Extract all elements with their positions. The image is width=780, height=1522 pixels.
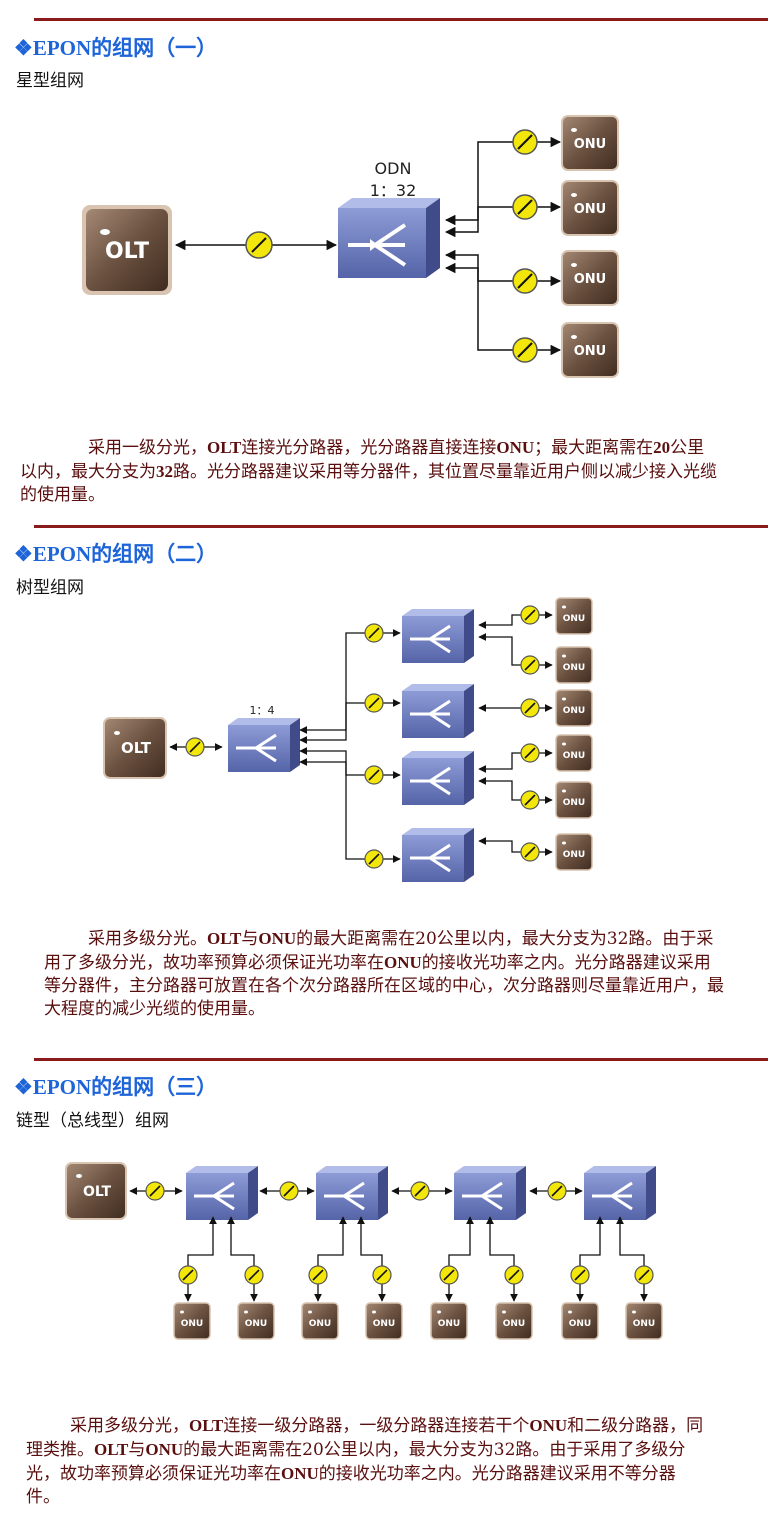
chain-splitter bbox=[582, 1164, 658, 1222]
power-meter-icon bbox=[244, 1265, 264, 1285]
power-meter-icon bbox=[512, 129, 538, 155]
secondary-splitter bbox=[400, 607, 476, 665]
power-meter-icon bbox=[308, 1265, 328, 1285]
section-divider-3 bbox=[34, 1058, 768, 1061]
power-meter-icon bbox=[439, 1265, 459, 1285]
power-meter-icon bbox=[634, 1265, 654, 1285]
svg-text:ONU: ONU bbox=[574, 344, 607, 359]
onu-device: ONU bbox=[237, 1302, 275, 1340]
onu-device: ONU bbox=[561, 250, 619, 306]
section-subtitle-1: 星型组网 bbox=[16, 71, 84, 91]
tree-topology-diagram: OLT 1：4 ONU ONU ONU ONU ONU ONU bbox=[103, 597, 593, 884]
svg-text:ONU: ONU bbox=[563, 614, 586, 624]
olt-device: OLT bbox=[103, 717, 167, 779]
onu-device: ONU bbox=[301, 1302, 339, 1340]
onu-device: ONU bbox=[561, 180, 619, 236]
power-meter-icon bbox=[410, 1181, 430, 1201]
svg-text:ONU: ONU bbox=[563, 706, 586, 716]
power-meter-icon bbox=[547, 1181, 567, 1201]
onu-device: ONU bbox=[561, 1302, 599, 1340]
power-meter-icon bbox=[145, 1181, 165, 1201]
power-meter-icon bbox=[364, 849, 384, 869]
power-meter-icon bbox=[178, 1265, 198, 1285]
odn-splitter bbox=[338, 198, 440, 278]
svg-text:ONU: ONU bbox=[309, 1319, 332, 1329]
olt-label: OLT bbox=[105, 239, 149, 264]
chain-topology-diagram: OLT ONU ONU ONU ONU ONU ONU ONU ONU bbox=[65, 1162, 663, 1340]
onu-device: ONU bbox=[495, 1302, 533, 1340]
svg-text:ONU: ONU bbox=[438, 1319, 461, 1329]
power-meter-icon bbox=[520, 605, 540, 625]
onu-device: ONU bbox=[430, 1302, 468, 1340]
section-paragraph-2: 采用多级分光。OLT与ONU的最大距离需在20公里以内，最大分支为32路。由于采… bbox=[44, 929, 724, 1019]
section-title-2: ❖EPON的组网（二） bbox=[14, 542, 218, 566]
svg-text:ONU: ONU bbox=[633, 1319, 656, 1329]
power-meter-icon bbox=[512, 194, 538, 220]
olt-device: OLT bbox=[65, 1162, 127, 1220]
svg-text:OLT: OLT bbox=[121, 739, 152, 757]
power-meter-icon bbox=[185, 737, 205, 757]
onu-device: ONU bbox=[555, 734, 593, 772]
power-meter-icon bbox=[520, 698, 540, 718]
svg-text:ONU: ONU bbox=[245, 1319, 268, 1329]
power-meter-icon bbox=[512, 337, 538, 363]
section-paragraph-3: 采用多级分光，OLT连接一级分路器，一级分路器连接若干个ONU和二级分路器，同理… bbox=[26, 1416, 704, 1507]
section-subtitle-3: 链型（总线型）组网 bbox=[16, 1111, 169, 1131]
power-meter-icon bbox=[245, 231, 273, 259]
main-splitter bbox=[226, 716, 302, 774]
chain-splitter bbox=[452, 1164, 528, 1222]
power-meter-icon bbox=[372, 1265, 392, 1285]
onu-device: ONU bbox=[625, 1302, 663, 1340]
power-meter-icon bbox=[570, 1265, 590, 1285]
olt-device: OLT bbox=[82, 205, 172, 295]
secondary-splitter bbox=[400, 826, 476, 884]
power-meter-icon bbox=[520, 655, 540, 675]
power-meter-icon bbox=[520, 743, 540, 763]
section-divider-1 bbox=[34, 18, 768, 21]
svg-text:ONU: ONU bbox=[373, 1319, 396, 1329]
chain-splitter bbox=[314, 1164, 390, 1222]
power-meter-icon bbox=[364, 693, 384, 713]
onu-device: ONU bbox=[561, 115, 619, 171]
svg-text:ONU: ONU bbox=[574, 202, 607, 217]
section-subtitle-2: 树型组网 bbox=[16, 578, 84, 598]
power-meter-icon bbox=[504, 1265, 524, 1285]
onu-device: ONU bbox=[555, 597, 593, 635]
onu-device: ONU bbox=[365, 1302, 403, 1340]
onu-device: ONU bbox=[555, 833, 593, 871]
ratio-label: 1：4 bbox=[250, 704, 275, 717]
svg-text:ONU: ONU bbox=[563, 663, 586, 673]
onu-device: ONU bbox=[555, 781, 593, 819]
power-meter-icon bbox=[520, 842, 540, 862]
onu-device: ONU bbox=[555, 689, 593, 727]
chain-splitter bbox=[184, 1164, 260, 1222]
svg-text:ONU: ONU bbox=[563, 798, 586, 808]
section-title-1: ❖EPON的组网（一） bbox=[14, 36, 218, 60]
power-meter-icon bbox=[279, 1181, 299, 1201]
onu-device: ONU bbox=[555, 646, 593, 684]
secondary-splitter bbox=[400, 682, 476, 740]
onu-device: ONU bbox=[173, 1302, 211, 1340]
svg-text:ONU: ONU bbox=[181, 1319, 204, 1329]
section-title-3: ❖EPON的组网（三） bbox=[14, 1075, 218, 1099]
power-meter-icon bbox=[364, 623, 384, 643]
power-meter-icon bbox=[520, 790, 540, 810]
ratio-label: 1：32 bbox=[370, 181, 417, 200]
onu-device: ONU bbox=[561, 322, 619, 378]
svg-text:ONU: ONU bbox=[574, 137, 607, 152]
section-divider-2 bbox=[34, 525, 768, 528]
svg-text:OLT: OLT bbox=[83, 1184, 112, 1200]
power-meter-icon bbox=[512, 268, 538, 294]
power-meter-icon bbox=[364, 765, 384, 785]
svg-text:ONU: ONU bbox=[503, 1319, 526, 1329]
odn-label: ODN bbox=[375, 159, 412, 178]
svg-text:ONU: ONU bbox=[574, 272, 607, 287]
star-topology-diagram: OLT ODN 1：32 ONU ONU ONU ONU bbox=[82, 115, 619, 378]
secondary-splitter bbox=[400, 749, 476, 807]
svg-text:ONU: ONU bbox=[569, 1319, 592, 1329]
section-paragraph-1: 采用一级分光，OLT连接光分路器，光分路器直接连接ONU；最大距离需在20公里以… bbox=[20, 438, 717, 505]
svg-text:ONU: ONU bbox=[563, 850, 586, 860]
svg-text:ONU: ONU bbox=[563, 751, 586, 761]
